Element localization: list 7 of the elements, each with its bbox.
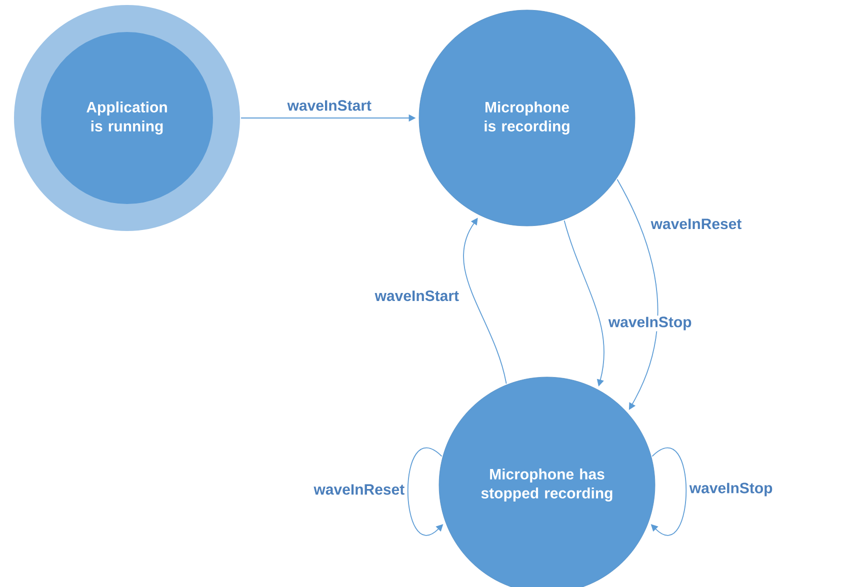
edge-label: waveInStart	[287, 100, 372, 111]
edge-label: waveInStop	[608, 316, 692, 330]
edge-label: waveInReset	[650, 218, 742, 230]
edge-label: waveInStart	[374, 290, 459, 302]
edge-label: waveInStop	[689, 482, 772, 496]
edge-label: waveInReset	[314, 484, 404, 495]
arrow	[616, 178, 658, 410]
